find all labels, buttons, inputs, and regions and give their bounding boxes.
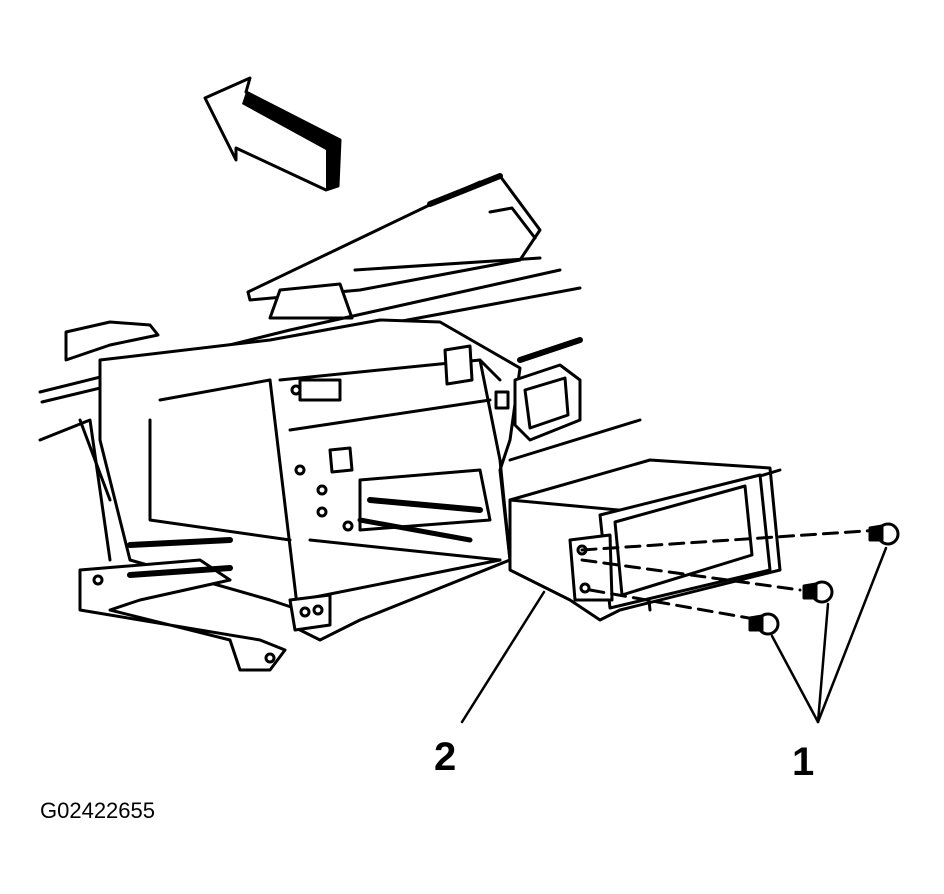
- leader-lines: [460, 546, 888, 724]
- right-vent: [508, 337, 642, 462]
- duct-bracket: [508, 458, 782, 622]
- screw-bottom: [748, 612, 780, 636]
- lower-bracket: [78, 537, 287, 672]
- screws: [580, 522, 900, 636]
- screw-top: [868, 522, 900, 546]
- figure-code: G02422655: [40, 798, 155, 823]
- callout-1-label: 1: [792, 740, 815, 784]
- console-frame: [98, 318, 522, 642]
- upper-rail: [246, 173, 542, 320]
- callout-2-label: 2: [434, 735, 457, 779]
- forward-arrow-icon: [203, 76, 342, 192]
- screw-middle: [802, 580, 834, 604]
